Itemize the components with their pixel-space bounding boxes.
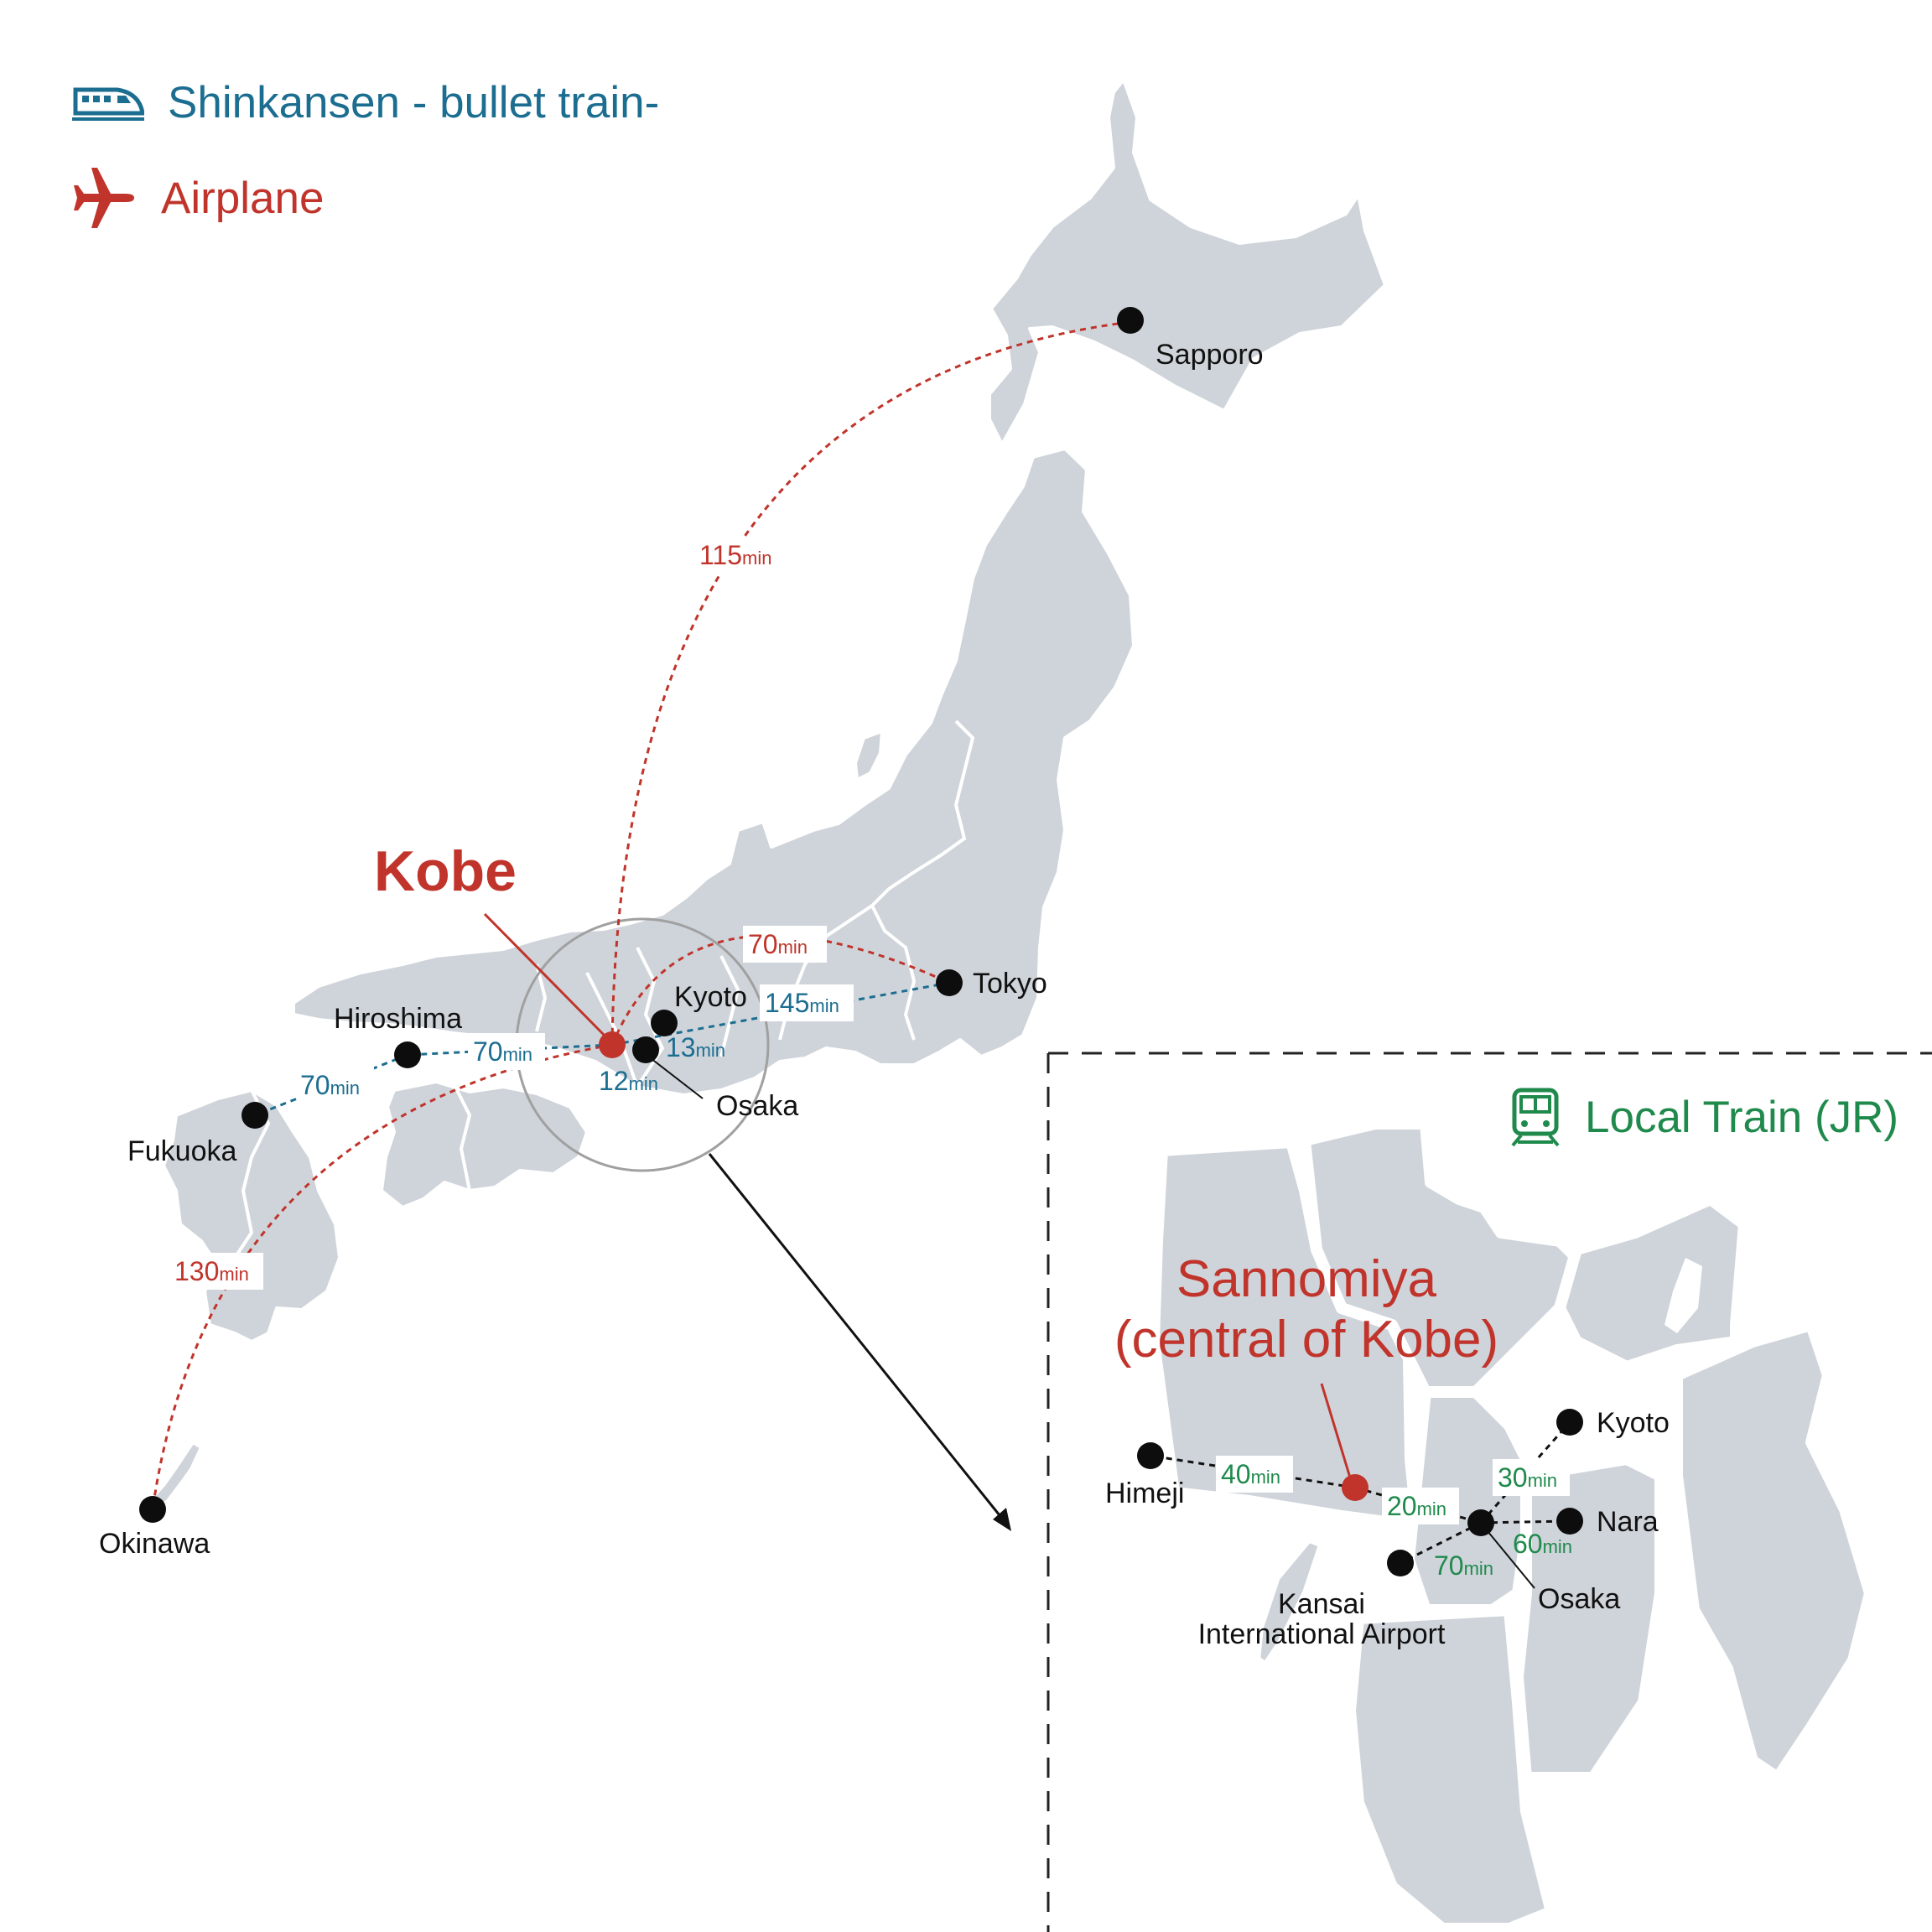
dot-hiroshima (394, 1041, 421, 1068)
dot-kobe (599, 1031, 626, 1058)
dot-kansai-osaka (1467, 1509, 1494, 1536)
osaka-leader-line (650, 1057, 704, 1099)
svg-text:130min: 130min (174, 1256, 249, 1286)
route-kobe-tokyo (610, 934, 950, 1046)
kansai-city-dots (1137, 1409, 1583, 1576)
kansai-osaka-leader-line (1487, 1530, 1535, 1589)
legend-shinkansen: Shinkansen - bullet train- (72, 77, 659, 128)
kansai-landmass (1148, 1118, 1876, 1932)
svg-text:12min: 12min (599, 1066, 658, 1096)
time-label-kix: 70min (1434, 1550, 1493, 1581)
legend-shinkansen-label: Shinkansen - bullet train- (168, 78, 660, 127)
zoom-arrow (708, 1153, 1005, 1520)
japan-city-labels: Sapporo Tokyo Kyoto Osaka Hiroshima Fuku… (99, 339, 1264, 1560)
sado-island (854, 730, 884, 782)
label-hiroshima: Hiroshima (334, 1003, 462, 1035)
dot-himeji (1137, 1442, 1164, 1469)
awaji-island (1249, 1530, 1331, 1675)
kyushu (162, 1088, 341, 1343)
svg-text:145min: 145min (765, 988, 839, 1018)
label-kansai-osaka: Osaka (1538, 1583, 1620, 1615)
svg-text:70min: 70min (748, 929, 808, 959)
legend-local-train: Local Train (JR) (1509, 1087, 1898, 1147)
svg-text:115min: 115min (699, 540, 771, 570)
time-label-hiroshima: 70min (468, 1033, 545, 1070)
shikoku (380, 1080, 589, 1209)
kansai-shiga (1554, 1193, 1750, 1373)
airplane-routes (151, 320, 1131, 1510)
label-okinawa: Okinawa (99, 1528, 210, 1560)
bullet-train-icon (72, 87, 144, 121)
kansai-nara (1512, 1453, 1666, 1784)
route-kobe-okinawa (151, 1043, 613, 1510)
japan-time-labels: 115min 70min 130min 145min 13min 12min 7… (169, 537, 854, 1290)
label-kix-line1: Kansai (1278, 1588, 1365, 1620)
dot-kansai-kyoto (1556, 1409, 1583, 1436)
label-tokyo: Tokyo (973, 968, 1047, 1000)
hokkaido (988, 78, 1387, 446)
kansai-time-labels: 40min 20min 30min 60min 70min (1216, 1456, 1572, 1581)
sannomiya-leader-line (1320, 1383, 1352, 1478)
label-himeji: Himeji (1105, 1478, 1184, 1509)
kobe-leader-line (483, 912, 607, 1038)
legend-airplane-label: Airplane (161, 173, 325, 223)
kansai-osaka (1403, 1386, 1540, 1616)
label-sannomiya-sub: (central of Kobe) (1114, 1311, 1498, 1368)
route-osaka-nara (1480, 1519, 1571, 1524)
dot-sannomiya (1342, 1474, 1368, 1501)
time-label-himeji: 40min (1216, 1456, 1293, 1493)
dot-sapporo (1117, 307, 1144, 334)
svg-text:60min: 60min (1513, 1529, 1572, 1559)
kansai-city-labels: Himeji Kyoto Nara Osaka Kansai Internati… (1105, 1250, 1670, 1650)
dot-okinawa (139, 1496, 166, 1523)
svg-text:70min: 70min (473, 1036, 532, 1067)
label-kansai-kyoto: Kyoto (1597, 1407, 1670, 1439)
svg-text:70min: 70min (1434, 1550, 1493, 1581)
legend-local-train-label: Local Train (JR) (1585, 1092, 1899, 1142)
svg-text:30min: 30min (1498, 1462, 1557, 1493)
svg-text:20min: 20min (1387, 1491, 1446, 1521)
time-label-osaka: 12min (599, 1066, 658, 1096)
svg-text:13min: 13min (666, 1032, 725, 1062)
dot-tokyo (936, 969, 963, 996)
local-train-icon (1511, 1088, 1560, 1147)
dot-kix (1387, 1550, 1414, 1576)
label-nara: Nara (1597, 1506, 1659, 1538)
lake-biwa (1665, 1258, 1702, 1333)
svg-text:70min: 70min (300, 1070, 360, 1100)
honshu (292, 447, 1135, 1097)
label-osaka: Osaka (716, 1090, 798, 1122)
dot-kyoto (651, 1010, 678, 1036)
time-label-tokyo-air: 70min (743, 926, 827, 963)
label-sapporo: Sapporo (1156, 339, 1264, 371)
dot-fukuoka (242, 1102, 268, 1129)
time-label-nara: 60min (1513, 1529, 1572, 1559)
kansai-mie (1671, 1319, 1876, 1784)
route-osaka-kix (1400, 1521, 1482, 1565)
label-kix-line2: International Airport (1198, 1618, 1446, 1650)
label-fukuoka: Fukuoka (127, 1135, 236, 1167)
dot-nara (1556, 1508, 1583, 1535)
route-kobe-sapporo (610, 320, 1131, 1046)
zoom-arrow-head (993, 1508, 1011, 1531)
time-label-sannomiya-osaka: 20min (1382, 1488, 1459, 1524)
airplane-icon (74, 168, 134, 228)
label-kyoto: Kyoto (674, 981, 747, 1013)
time-label-fukuoka: 70min (297, 1067, 374, 1104)
japan-city-dots (139, 307, 1144, 1523)
label-sannomiya: Sannomiya (1176, 1250, 1437, 1308)
time-label-okinawa: 130min (169, 1253, 263, 1290)
kansai-wakayama (1344, 1604, 1557, 1932)
svg-text:40min: 40min (1221, 1459, 1280, 1489)
label-kobe: Kobe (374, 839, 517, 903)
time-label-kyoto: 13min (666, 1032, 725, 1062)
legend-airplane: Airplane (70, 164, 324, 231)
time-label-tokyo-shinkansen: 145min (760, 984, 854, 1021)
dot-osaka (632, 1036, 659, 1063)
time-label-kansai-kyoto: 30min (1493, 1459, 1570, 1496)
time-label-sapporo: 115min (694, 537, 788, 574)
